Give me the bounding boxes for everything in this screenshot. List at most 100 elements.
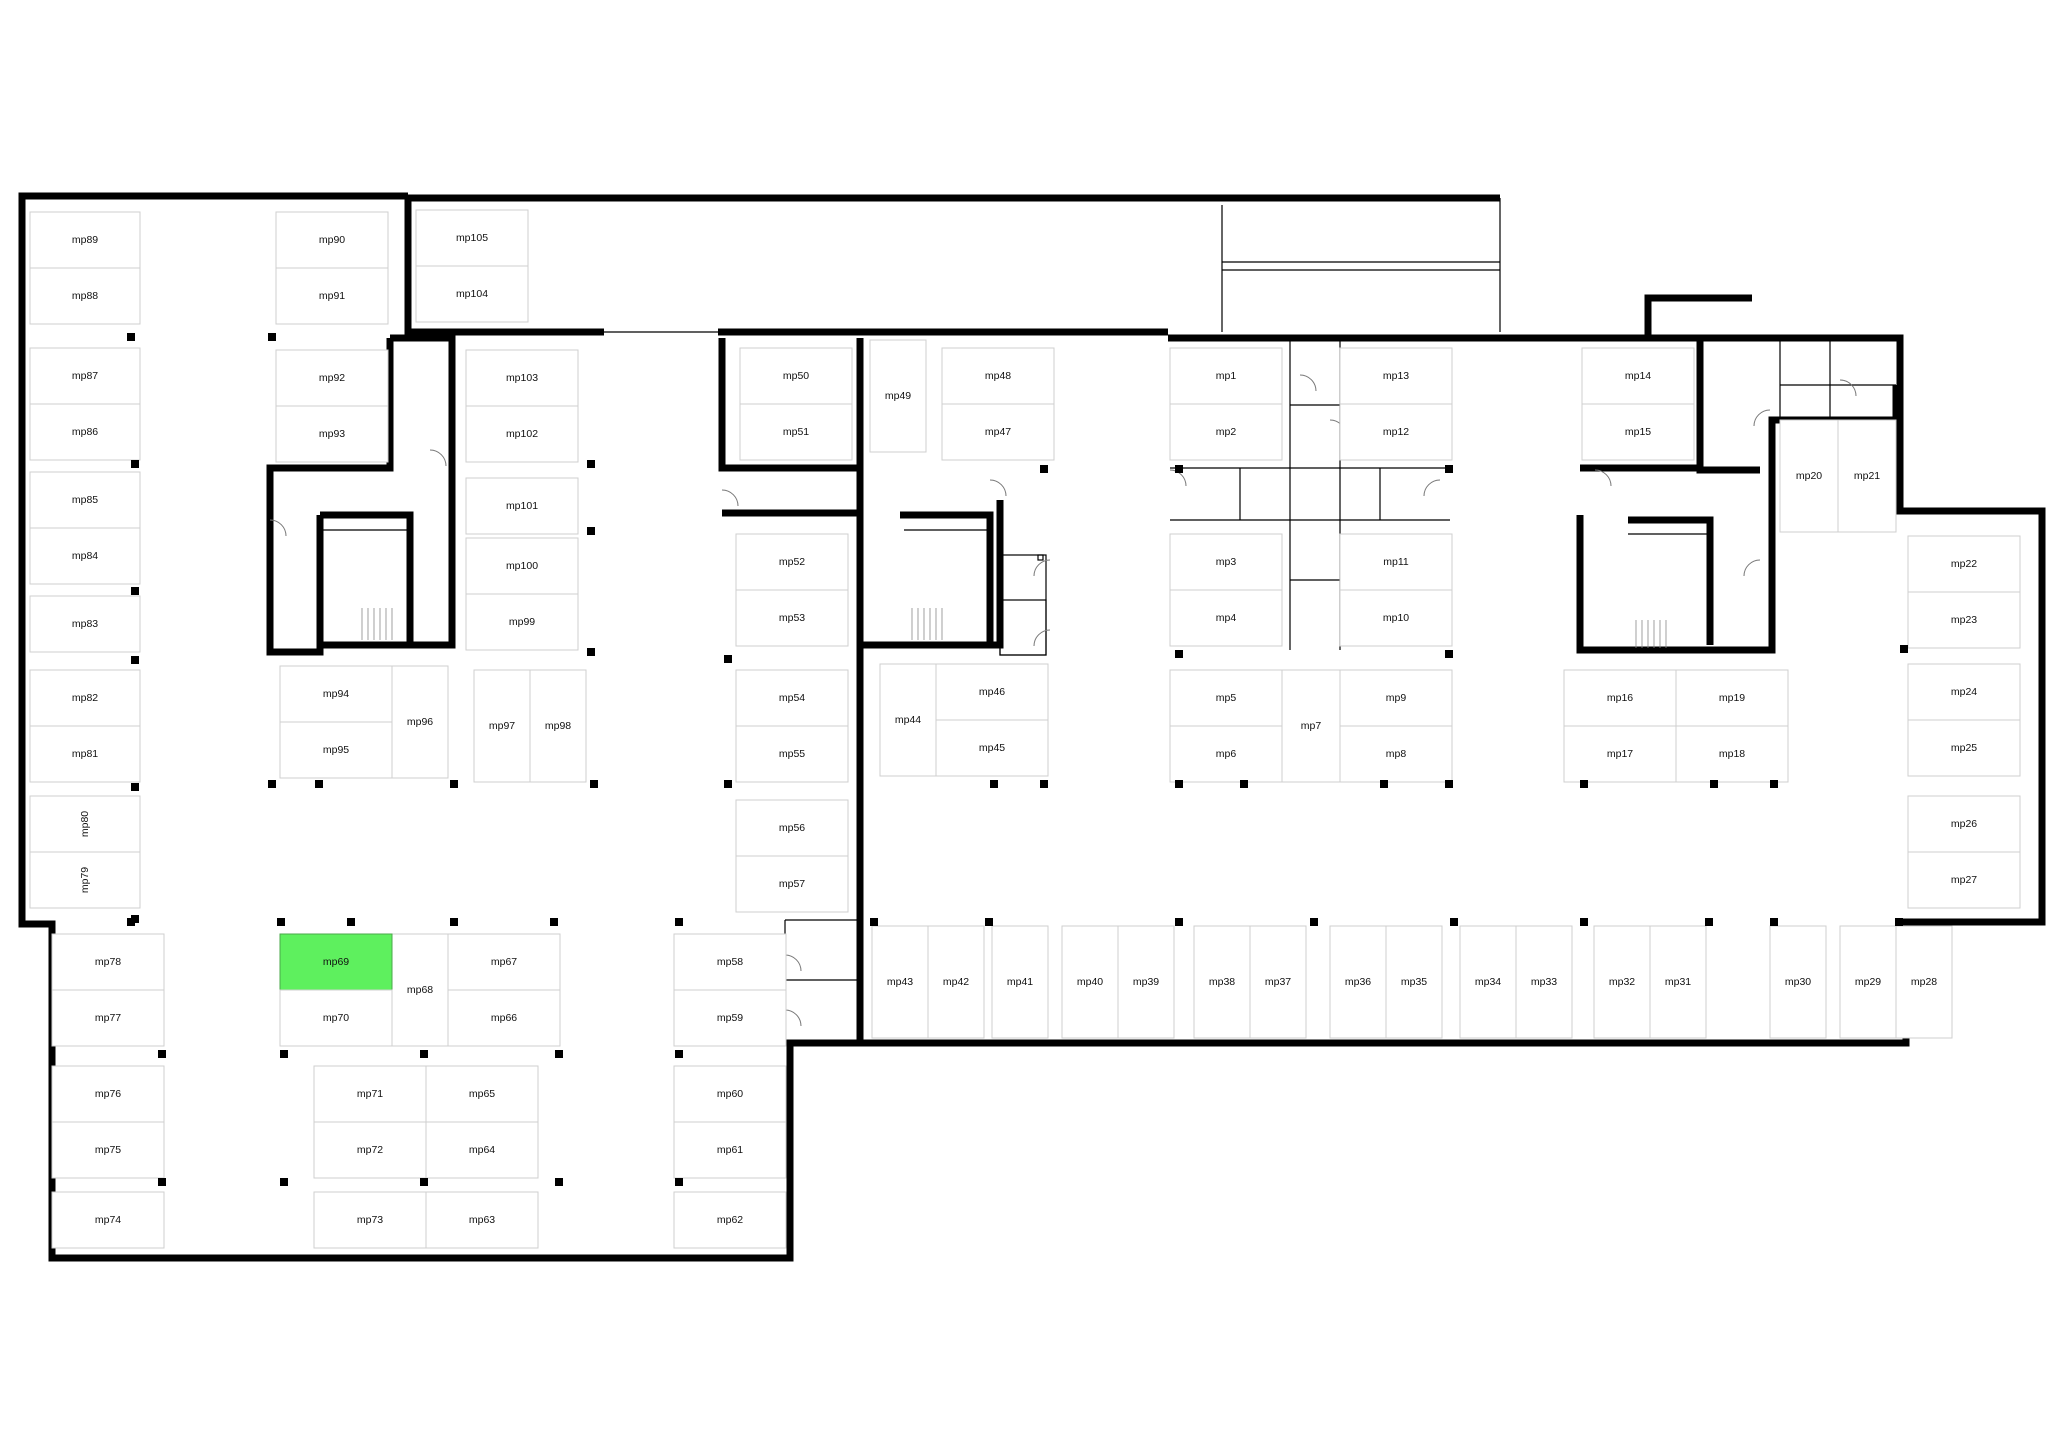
parking-spot-area[interactable] bbox=[1837, 419, 1897, 533]
parking-spot-mp91[interactable]: mp91 bbox=[275, 267, 389, 325]
parking-spot-area[interactable] bbox=[673, 933, 787, 991]
parking-spot-mp89[interactable]: mp89 bbox=[29, 211, 141, 269]
parking-spot-area[interactable] bbox=[1459, 925, 1517, 1039]
parking-spot-mp28[interactable]: mp28 bbox=[1895, 925, 1953, 1039]
parking-spot-area[interactable] bbox=[1339, 669, 1453, 727]
parking-spot-area[interactable] bbox=[1169, 669, 1283, 727]
parking-spot-mp95[interactable]: mp95 bbox=[279, 721, 393, 779]
parking-spot-mp49[interactable]: mp49 bbox=[869, 339, 927, 453]
parking-spot-area[interactable] bbox=[1895, 925, 1953, 1039]
parking-spot-mp40[interactable]: mp40 bbox=[1061, 925, 1119, 1039]
parking-spot-mp93[interactable]: mp93 bbox=[275, 405, 389, 463]
parking-spot-mp35[interactable]: mp35 bbox=[1385, 925, 1443, 1039]
parking-spot-area[interactable] bbox=[1675, 669, 1789, 727]
parking-spot-area[interactable] bbox=[735, 725, 849, 783]
parking-spot-mp33[interactable]: mp33 bbox=[1515, 925, 1573, 1039]
parking-spot-mp97[interactable]: mp97 bbox=[473, 669, 531, 783]
parking-spot-area[interactable] bbox=[529, 669, 587, 783]
parking-spot-mp43[interactable]: mp43 bbox=[871, 925, 929, 1039]
parking-spot-mp83[interactable]: mp83 bbox=[29, 595, 141, 653]
parking-spot-mp25[interactable]: mp25 bbox=[1907, 719, 2021, 777]
parking-spot-mp4[interactable]: mp4 bbox=[1169, 589, 1283, 647]
parking-spot-area[interactable] bbox=[415, 265, 529, 323]
parking-spot-mp44[interactable]: mp44 bbox=[879, 663, 937, 777]
parking-spot-area[interactable] bbox=[1169, 403, 1283, 461]
parking-spot-area[interactable] bbox=[935, 663, 1049, 721]
parking-spot-mp20[interactable]: mp20 bbox=[1779, 419, 1839, 533]
parking-spot-area[interactable] bbox=[1169, 725, 1283, 783]
parking-spot-area[interactable] bbox=[391, 933, 449, 1047]
parking-spot-mp99[interactable]: mp99 bbox=[465, 593, 579, 651]
parking-spot-mp82[interactable]: mp82 bbox=[29, 669, 141, 727]
parking-spot-mp64[interactable]: mp64 bbox=[425, 1121, 539, 1179]
parking-spot-mp23[interactable]: mp23 bbox=[1907, 591, 2021, 649]
parking-spot-area[interactable] bbox=[1779, 419, 1839, 533]
parking-spot-area[interactable] bbox=[1385, 925, 1443, 1039]
parking-spot-area[interactable] bbox=[1649, 925, 1707, 1039]
parking-spot-mp38[interactable]: mp38 bbox=[1193, 925, 1251, 1039]
parking-spot-area[interactable] bbox=[1339, 589, 1453, 647]
parking-spot-mp98[interactable]: mp98 bbox=[529, 669, 587, 783]
parking-spot-area[interactable] bbox=[735, 669, 849, 727]
parking-spot-mp68[interactable]: mp68 bbox=[391, 933, 449, 1047]
parking-spot-area[interactable] bbox=[415, 209, 529, 267]
parking-spot-mp66[interactable]: mp66 bbox=[447, 989, 561, 1047]
parking-spot-mp6[interactable]: mp6 bbox=[1169, 725, 1283, 783]
parking-spot-mp88[interactable]: mp88 bbox=[29, 267, 141, 325]
parking-spot-area[interactable] bbox=[935, 719, 1049, 777]
parking-spot-area[interactable] bbox=[1675, 725, 1789, 783]
parking-spot-mp42[interactable]: mp42 bbox=[927, 925, 985, 1039]
parking-spot-mp65[interactable]: mp65 bbox=[425, 1065, 539, 1123]
parking-spot-mp86[interactable]: mp86 bbox=[29, 403, 141, 461]
parking-spot-area[interactable] bbox=[1249, 925, 1307, 1039]
parking-spot-area[interactable] bbox=[927, 925, 985, 1039]
parking-spot-mp100[interactable]: mp100 bbox=[465, 537, 579, 595]
parking-spot-area[interactable] bbox=[51, 989, 165, 1047]
parking-spot-area[interactable] bbox=[465, 537, 579, 595]
parking-spot-area[interactable] bbox=[313, 1191, 427, 1249]
parking-spot-mp9[interactable]: mp9 bbox=[1339, 669, 1453, 727]
parking-spot-mp34[interactable]: mp34 bbox=[1459, 925, 1517, 1039]
parking-spot-area[interactable] bbox=[1769, 925, 1827, 1039]
parking-spot-area[interactable] bbox=[673, 1191, 787, 1249]
parking-spot-area[interactable] bbox=[879, 663, 937, 777]
parking-spot-area[interactable] bbox=[1907, 591, 2021, 649]
parking-spot-area[interactable] bbox=[279, 721, 393, 779]
parking-spot-mp70[interactable]: mp70 bbox=[279, 989, 393, 1047]
parking-spot-area[interactable] bbox=[673, 1065, 787, 1123]
parking-spot-area[interactable] bbox=[425, 1121, 539, 1179]
parking-spot-mp67[interactable]: mp67 bbox=[447, 933, 561, 991]
parking-spot-area[interactable] bbox=[279, 989, 393, 1047]
parking-spot-area[interactable] bbox=[1339, 533, 1453, 591]
parking-spot-area[interactable] bbox=[1907, 795, 2021, 853]
parking-spot-area[interactable] bbox=[991, 925, 1049, 1039]
parking-spot-area[interactable] bbox=[739, 347, 853, 405]
parking-spot-mp47[interactable]: mp47 bbox=[941, 403, 1055, 461]
parking-spot-mp92[interactable]: mp92 bbox=[275, 349, 389, 407]
parking-spot-area[interactable] bbox=[1117, 925, 1175, 1039]
parking-spot-mp13[interactable]: mp13 bbox=[1339, 347, 1453, 405]
parking-spot-mp32[interactable]: mp32 bbox=[1593, 925, 1651, 1039]
parking-spot-mp57[interactable]: mp57 bbox=[735, 855, 849, 913]
parking-spot-mp80[interactable]: mp80 bbox=[29, 795, 141, 853]
parking-spot-area[interactable] bbox=[29, 595, 141, 653]
parking-spot-mp31[interactable]: mp31 bbox=[1649, 925, 1707, 1039]
parking-spot-area[interactable] bbox=[1593, 925, 1651, 1039]
parking-spot-area[interactable] bbox=[425, 1191, 539, 1249]
parking-spot-mp41[interactable]: mp41 bbox=[991, 925, 1049, 1039]
parking-spot-mp8[interactable]: mp8 bbox=[1339, 725, 1453, 783]
parking-spot-area[interactable] bbox=[51, 1191, 165, 1249]
parking-spot-area[interactable] bbox=[869, 339, 927, 453]
parking-spot-area[interactable] bbox=[735, 533, 849, 591]
parking-spot-mp84[interactable]: mp84 bbox=[29, 527, 141, 585]
parking-spot-area[interactable] bbox=[1169, 533, 1283, 591]
parking-spot-area[interactable] bbox=[473, 669, 531, 783]
parking-spot-mp2[interactable]: mp2 bbox=[1169, 403, 1283, 461]
parking-spot-area[interactable] bbox=[1061, 925, 1119, 1039]
parking-spot-mp14[interactable]: mp14 bbox=[1581, 347, 1695, 405]
parking-spot-area[interactable] bbox=[51, 1121, 165, 1179]
parking-spot-mp48[interactable]: mp48 bbox=[941, 347, 1055, 405]
parking-spot-mp5[interactable]: mp5 bbox=[1169, 669, 1283, 727]
parking-spot-area[interactable] bbox=[1329, 925, 1387, 1039]
parking-spot-area[interactable] bbox=[447, 933, 561, 991]
